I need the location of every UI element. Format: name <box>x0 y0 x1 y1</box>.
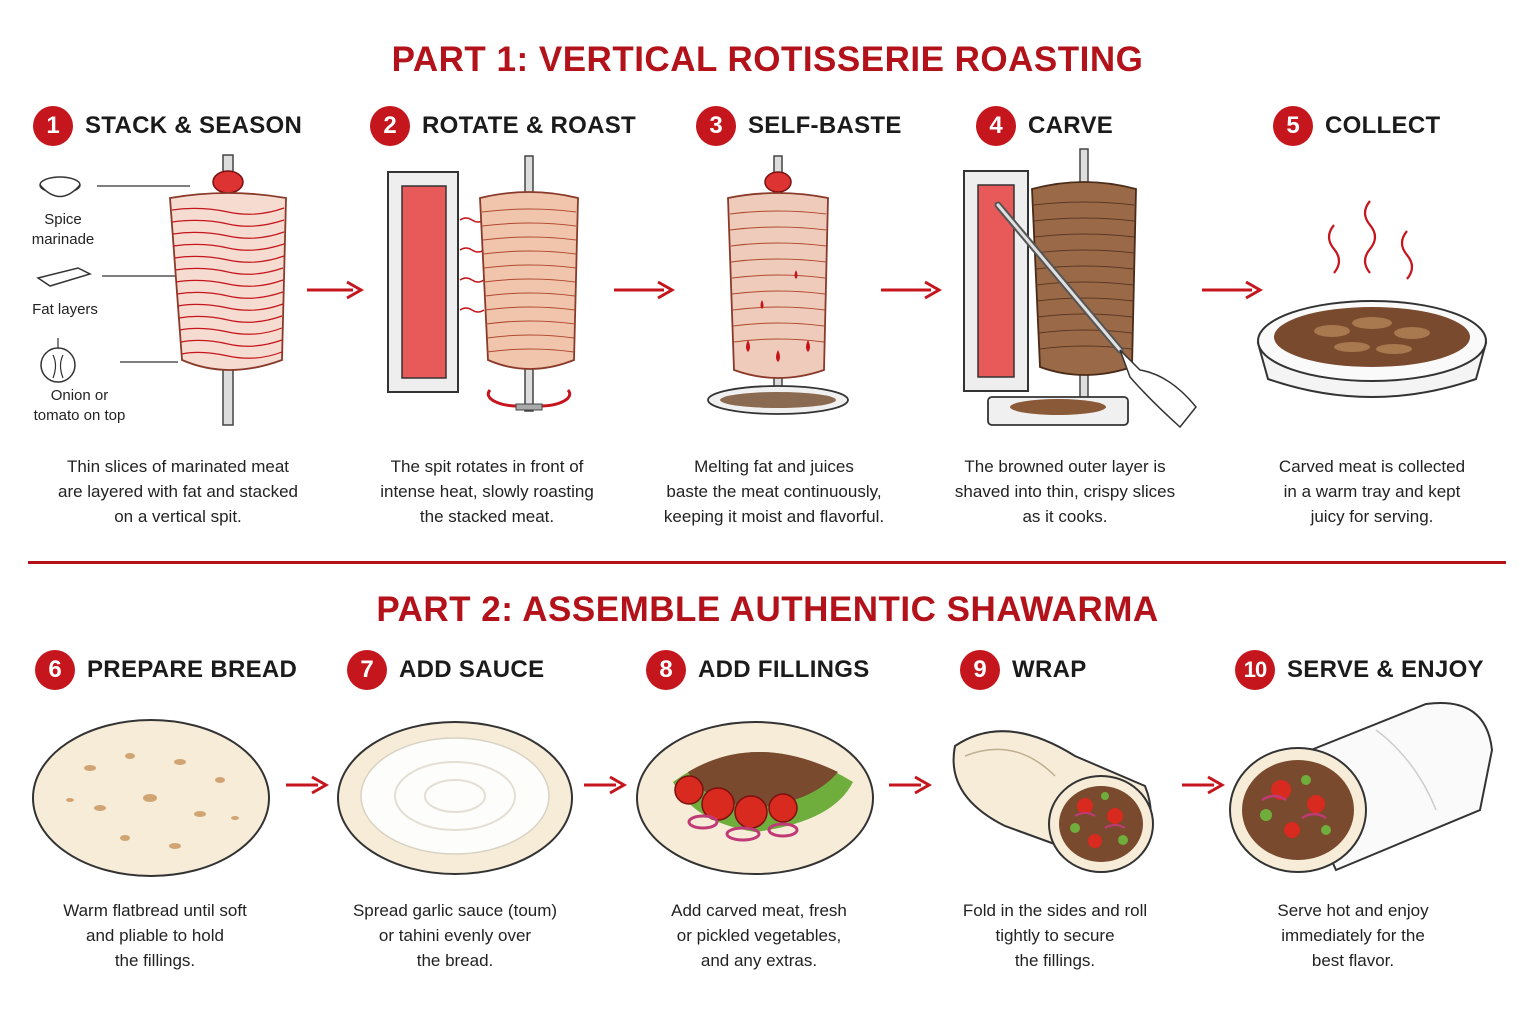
step-number-badge: 3 <box>696 106 736 146</box>
step-title: PREPARE BREAD <box>87 656 298 683</box>
step-9-description: Fold in the sides and roll tightly to se… <box>962 901 1148 970</box>
onion-icon <box>40 347 76 383</box>
step-2-header: 2 ROTATE & ROAST <box>370 106 636 146</box>
step-number-badge: 1 <box>33 106 73 146</box>
collected-meat-tray-illustration <box>1256 200 1488 398</box>
part2-title: PART 2: ASSEMBLE AUTHENTIC SHAWARMA <box>376 590 1159 629</box>
step-number-badge: 4 <box>976 106 1016 146</box>
step-1-header: 1 STACK & SEASON <box>33 106 302 146</box>
arrow-right-icon <box>286 775 330 795</box>
sauce-on-bread-illustration <box>337 721 573 875</box>
fillings-on-bread-illustration <box>636 721 874 875</box>
hand-icon <box>1119 349 1197 429</box>
step-title: ROTATE & ROAST <box>422 112 636 139</box>
raw-meat-stack-illustration <box>36 154 287 426</box>
step-title: CARVE <box>1028 112 1114 139</box>
carve-meat-illustration <box>963 148 1197 429</box>
step-2-description: The spit rotates in front of intense hea… <box>380 457 594 526</box>
rotisserie-roast-illustration <box>387 155 579 412</box>
arrow-right-icon <box>1182 775 1226 795</box>
step-number-badge: 2 <box>370 106 410 146</box>
step-7-header: 7 ADD SAUCE <box>347 650 544 690</box>
step-title: STACK & SEASON <box>85 112 303 139</box>
step-title: SERVE & ENJOY <box>1287 656 1484 683</box>
step-title: COLLECT <box>1325 112 1441 139</box>
self-baste-illustration <box>707 155 849 415</box>
step-10-description: Serve hot and enjoy immediately for the … <box>1277 901 1429 970</box>
garlic-sauce-icon <box>360 737 550 855</box>
step-title: ADD FILLINGS <box>698 656 870 683</box>
step-8-header: 8 ADD FILLINGS <box>646 650 870 690</box>
rotate-arrow-icon <box>486 389 521 408</box>
step-6-description: Warm flatbread until soft and pliable to… <box>63 901 247 970</box>
step-8-description: Add carved meat, fresh or pickled vegeta… <box>671 901 847 970</box>
flatbread-illustration <box>32 719 270 877</box>
step-number-badge: 9 <box>960 650 1000 690</box>
callout-fat-label: Fat layers <box>32 301 98 318</box>
part1-title: PART 1: VERTICAL ROTISSERIE ROASTING <box>391 40 1144 79</box>
step-3-description: Melting fat and juices baste the meat co… <box>663 457 885 526</box>
step-title: ADD SAUCE <box>399 656 545 683</box>
arrow-right-icon <box>584 775 628 795</box>
served-shawarma-illustration <box>1229 702 1494 873</box>
arrow-right-icon <box>614 280 676 300</box>
fat-slice-icon <box>36 267 93 287</box>
onion-icon <box>687 814 799 842</box>
callout-spice-label: Spice marinade <box>31 211 95 248</box>
step-number-badge: 6 <box>35 650 75 690</box>
step-6-header: 6 PREPARE BREAD <box>35 650 297 690</box>
step-number-badge: 8 <box>646 650 686 690</box>
arrow-right-icon <box>889 775 933 795</box>
step-5-description: Carved meat is collected in a warm tray … <box>1278 457 1466 526</box>
step-1-description: Thin slices of marinated meat are layere… <box>57 457 299 526</box>
step-4-description: The browned outer layer is shaved into t… <box>954 457 1176 526</box>
step-3-header: 3 SELF-BASTE <box>696 106 902 146</box>
step-title: SELF-BASTE <box>748 112 902 139</box>
callout-onion-label: Onion or tomato on top <box>33 387 126 424</box>
step-title: WRAP <box>1012 656 1087 683</box>
step-4-header: 4 CARVE <box>976 106 1113 146</box>
arrow-right-icon <box>307 280 365 300</box>
step-number-badge: 7 <box>347 650 387 690</box>
arrow-right-icon <box>881 280 943 300</box>
steam-icon <box>1327 200 1414 280</box>
step-number-badge: 5 <box>1273 106 1313 146</box>
section-divider <box>28 561 1506 564</box>
step-5-header: 5 COLLECT <box>1273 106 1440 146</box>
arrow-right-icon <box>1202 280 1264 300</box>
heating-element-icon <box>401 185 447 379</box>
step-9-header: 9 WRAP <box>960 650 1087 690</box>
wrapped-shawarma-illustration <box>952 730 1154 873</box>
step-10-header: 10 SERVE & ENJOY <box>1235 650 1484 690</box>
tomato-icon <box>674 775 798 829</box>
step-number-badge: 10 <box>1235 650 1275 690</box>
step-7-description: Spread garlic sauce (toum) or tahini eve… <box>352 901 558 970</box>
fat-drip-icon <box>746 270 810 362</box>
